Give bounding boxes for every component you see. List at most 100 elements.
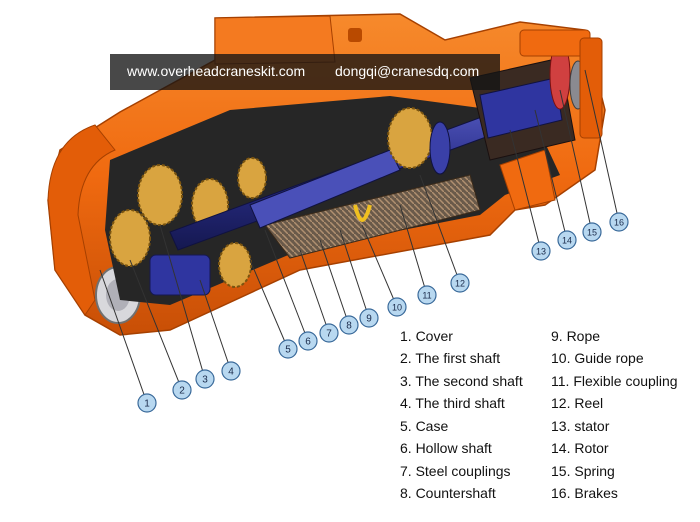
- callout-number: 15: [587, 228, 597, 238]
- legend-item: 10. Guide rope: [551, 350, 644, 366]
- callout-number: 8: [346, 321, 352, 332]
- leader-16: [584, 69, 620, 223]
- callout-circle: [450, 273, 470, 293]
- hollow-shaft: [249, 149, 401, 229]
- callout-15: 15: [582, 222, 602, 242]
- leader-3: [159, 224, 206, 380]
- callout-circle: [298, 331, 318, 351]
- callout-2: 2: [172, 380, 192, 400]
- rotor: [479, 77, 563, 139]
- callout-16: 16: [609, 212, 629, 232]
- callout-circle: [417, 285, 437, 305]
- legend-item: 8. Countershaft: [400, 485, 496, 501]
- legend-item: 7. Steel couplings: [400, 463, 511, 479]
- callout-number: 2: [179, 386, 185, 397]
- callout-number: 9: [366, 314, 372, 325]
- housing-foot: [499, 149, 556, 211]
- leader-11: [399, 204, 428, 296]
- callout-number: 16: [614, 218, 624, 228]
- legend-item: 11. Flexible coupling: [551, 373, 678, 389]
- legend-item: 13. stator: [551, 418, 610, 434]
- legend-item: 6. Hollow shaft: [400, 440, 492, 456]
- callout-number: 4: [228, 367, 234, 378]
- leader-5: [249, 259, 289, 350]
- callout-number: 12: [455, 279, 465, 289]
- callout-circle: [319, 323, 339, 343]
- callout-10: 10: [387, 297, 407, 317]
- legend-item: 14. Rotor: [551, 440, 609, 456]
- leader-14: [534, 109, 568, 241]
- callout-circle: [339, 315, 359, 335]
- banner-website: www.overheadcraneskit.com: [127, 63, 306, 79]
- callout-circle: [609, 212, 629, 232]
- callout-number: 14: [562, 236, 572, 246]
- shaft-flange: [429, 121, 451, 175]
- callout-9: 9: [359, 308, 379, 328]
- callout-8: 8: [339, 315, 359, 335]
- legend-item: 15. Spring: [551, 463, 615, 479]
- gear-carrier: [149, 254, 211, 296]
- housing-slot: [348, 28, 362, 42]
- callout-number: 13: [536, 247, 546, 257]
- callout-number: 6: [305, 337, 311, 348]
- callout-11: 11: [417, 285, 437, 305]
- legend-item: 1. Cover: [400, 328, 453, 344]
- motor-cap: [579, 37, 603, 139]
- leader-9: [339, 229, 370, 319]
- gear-2: [137, 164, 183, 226]
- leader-15: [559, 89, 593, 233]
- callout-12: 12: [450, 273, 470, 293]
- guide-rope-loop: [353, 204, 372, 222]
- shaft-coupling: [387, 107, 433, 169]
- legend-item: 16. Brakes: [551, 485, 618, 501]
- callout-circle: [278, 339, 298, 359]
- callout-1: 1: [137, 393, 157, 413]
- leader-2: [129, 259, 183, 391]
- callout-circle: [531, 241, 551, 261]
- callout-circle: [582, 222, 602, 242]
- legend-item: 9. Rope: [551, 328, 601, 344]
- gear-5: [237, 157, 267, 199]
- callout-circle: [195, 369, 215, 389]
- leader-6: [264, 229, 309, 342]
- callout-number: 3: [202, 375, 208, 386]
- callout-5: 5: [278, 339, 298, 359]
- legend-item: 3. The second shaft: [400, 373, 523, 389]
- callout-4: 4: [221, 361, 241, 381]
- callout-6: 6: [298, 331, 318, 351]
- leader-8: [319, 239, 350, 326]
- callout-number: 11: [422, 291, 431, 301]
- callout-7: 7: [319, 323, 339, 343]
- housing-end-cap: [47, 124, 116, 316]
- callout-circle: [172, 380, 192, 400]
- callout-14: 14: [557, 230, 577, 250]
- leader-13: [509, 129, 542, 252]
- leader-12: [419, 174, 461, 284]
- callout-number: 10: [392, 303, 402, 313]
- callout-circle: [557, 230, 577, 250]
- callout-circle: [359, 308, 379, 328]
- callout-circle: [137, 393, 157, 413]
- leader-4: [199, 279, 232, 372]
- gear-4: [218, 242, 252, 288]
- reel-drum: [264, 174, 481, 259]
- callout-3: 3: [195, 369, 215, 389]
- legend-item: 5. Case: [400, 418, 449, 434]
- callout-circle: [221, 361, 241, 381]
- leader-lines: [99, 69, 620, 404]
- banner-email: dongqi@cranesdq.com: [335, 63, 480, 79]
- legend-item: 2. The first shaft: [400, 350, 501, 366]
- callout-circle: [387, 297, 407, 317]
- leader-1: [99, 269, 148, 404]
- gear-1: [109, 209, 151, 267]
- callout-number: 1: [144, 399, 150, 410]
- callout-13: 13: [531, 241, 551, 261]
- legend-item: 4. The third shaft: [400, 395, 505, 411]
- watermark-banner: www.overheadcraneskit.com dongqi@cranesd…: [110, 54, 500, 90]
- leader-7: [299, 249, 330, 334]
- legend-item: 12. Reel: [551, 395, 604, 411]
- callout-number: 5: [285, 345, 291, 356]
- callout-number: 7: [326, 329, 332, 340]
